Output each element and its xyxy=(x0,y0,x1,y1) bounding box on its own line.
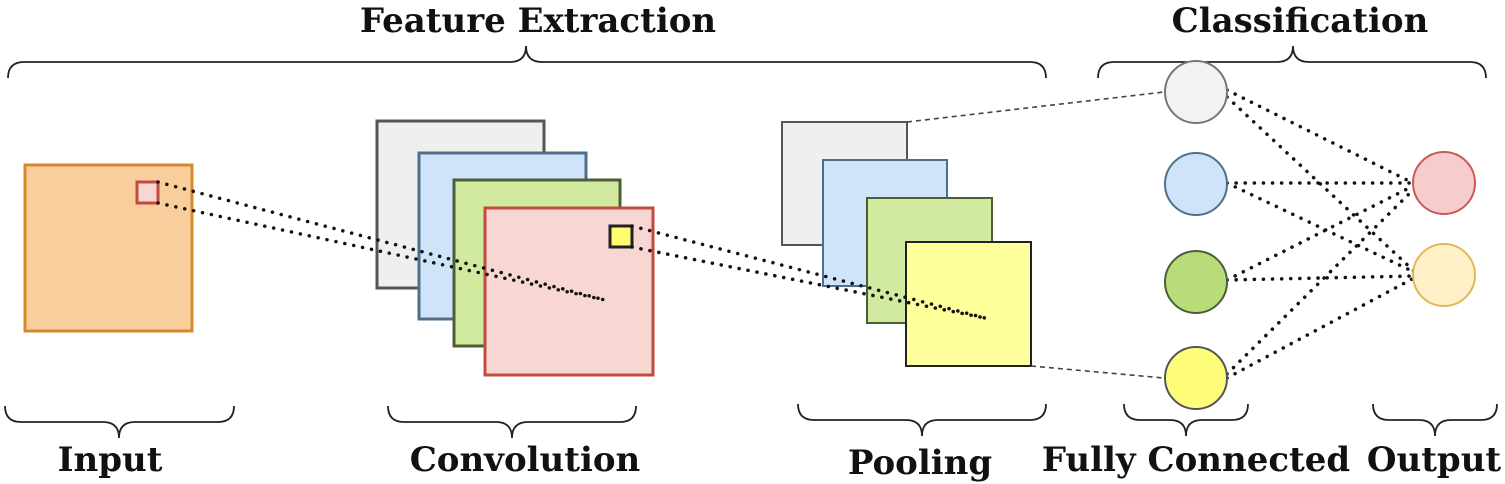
pooling-brace xyxy=(797,403,1047,437)
fc-neuron-3 xyxy=(1164,250,1228,314)
fc-neuron-1 xyxy=(1164,60,1228,124)
input-receptive-field xyxy=(135,180,160,205)
input-to-conv-lines xyxy=(156,180,607,302)
input-image xyxy=(23,163,194,333)
input-label: Input xyxy=(57,440,163,480)
convolution-brace xyxy=(387,405,637,439)
output-brace xyxy=(1372,403,1498,437)
feature-extraction-label: Feature Extraction xyxy=(359,1,717,41)
classification-brace xyxy=(1097,45,1487,79)
output-label: Output xyxy=(1366,440,1502,480)
fully-connected-brace xyxy=(1123,403,1249,437)
fc-to-output-lines xyxy=(1225,88,1417,380)
input-brace xyxy=(4,405,235,439)
output-neuron-1 xyxy=(1412,151,1476,215)
convolution-label: Convolution xyxy=(409,440,641,480)
output-neuron-2 xyxy=(1412,243,1476,307)
pool-map-yellow xyxy=(905,241,1032,367)
pooling-label: Pooling xyxy=(847,443,993,483)
classification-label: Classification xyxy=(1171,1,1429,41)
conv-to-pool-lines xyxy=(630,224,987,320)
fc-neuron-2 xyxy=(1164,152,1228,216)
fully-connected-label: Fully Connected xyxy=(1041,440,1351,480)
fc-neuron-4 xyxy=(1164,346,1228,410)
pool-to-fc-lines xyxy=(906,91,1165,379)
conv-pooling-window xyxy=(608,224,634,249)
feature-extraction-brace xyxy=(7,45,1047,79)
